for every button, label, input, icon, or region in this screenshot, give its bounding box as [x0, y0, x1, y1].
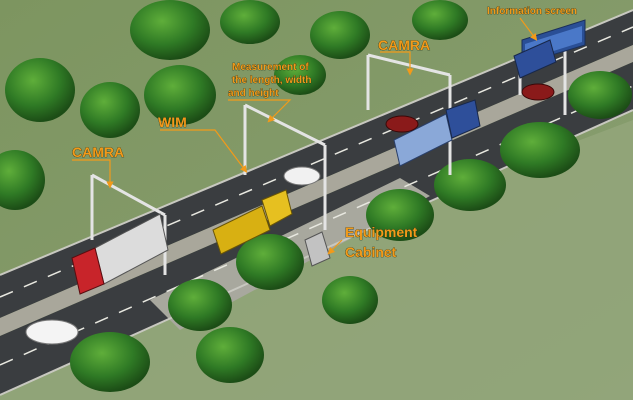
label-measurement-line3: and height — [228, 88, 279, 99]
leader-lines — [72, 17, 538, 255]
tree-icon — [500, 122, 580, 178]
label-camera-top: CAMRA — [378, 37, 430, 53]
label-information-screen: Information screen — [487, 6, 577, 17]
label-camera-left: CAMRA — [72, 144, 124, 160]
car-icon — [25, 83, 555, 345]
truck-icon-yellow — [212, 189, 293, 255]
tree-icon — [70, 332, 150, 392]
tree-icon — [310, 11, 370, 59]
tree-icon — [322, 276, 378, 324]
tree-icon — [80, 82, 140, 138]
truck-icon-blue — [393, 99, 481, 167]
cabinet-icon — [304, 231, 331, 267]
tree-icon — [220, 0, 280, 44]
truck-icon-red — [71, 213, 169, 295]
trees — [0, 0, 632, 392]
tree-icon — [196, 327, 264, 383]
tree-icon — [168, 279, 232, 331]
tree-icon — [366, 189, 434, 241]
tree-icon — [568, 71, 632, 119]
label-wim: WIM — [158, 114, 187, 130]
label-equipment-line1: Equipment — [345, 224, 418, 240]
tree-icon — [5, 58, 75, 122]
truck-icon-far — [513, 39, 557, 79]
label-measurement-line1: Measurement of — [232, 62, 309, 73]
tree-icon — [144, 65, 216, 125]
tree-icon — [412, 0, 468, 40]
label-measurement-line2: the length, width — [232, 75, 311, 86]
tree-icon — [130, 0, 210, 60]
measurement-gantry — [243, 103, 327, 230]
tree-icon — [274, 55, 326, 95]
tree-icon — [434, 159, 506, 211]
label-equipment-line2: Cabinet — [345, 244, 397, 260]
tree-icon — [236, 234, 304, 290]
tree-icon — [0, 150, 45, 210]
